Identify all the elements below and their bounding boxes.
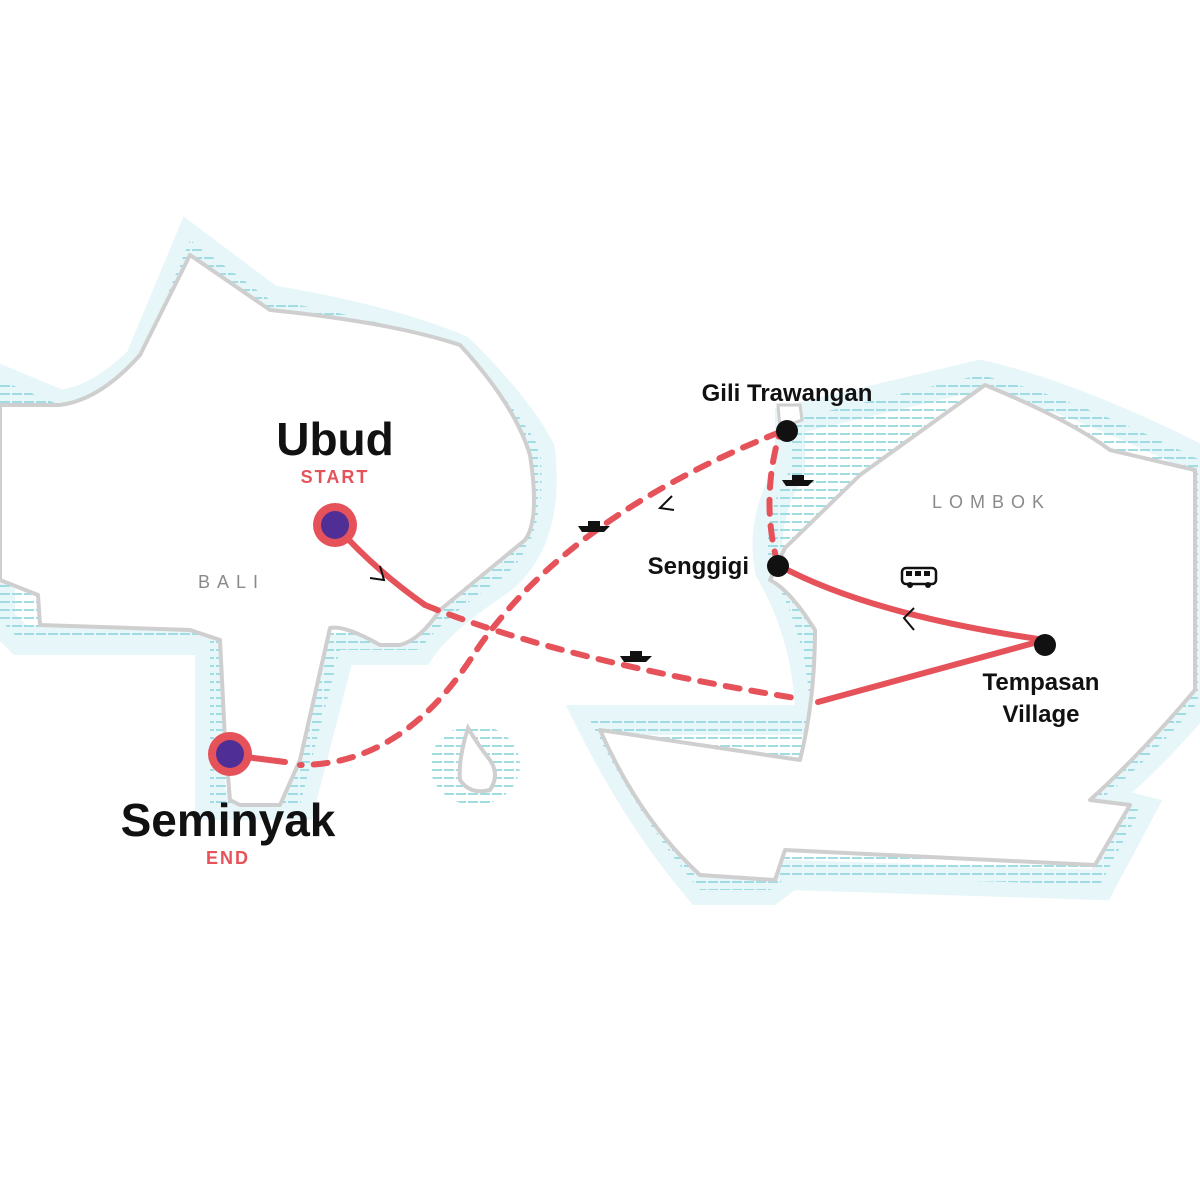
ubud-marker[interactable] [313,503,357,547]
boat-icon [578,521,610,532]
penida-island [457,723,497,794]
seminyak-marker[interactable] [208,732,252,776]
arrow-1 [369,565,386,582]
route-ferry-to-gili [766,429,783,568]
tempasan-village-marker[interactable] [1034,634,1056,656]
gili-trawangan-marker[interactable] [776,420,798,442]
ubud-label: Ubud [276,413,394,465]
arrow-3 [902,607,915,631]
region-label-lombok: LOMBOK [932,492,1051,512]
direction-arrows [369,495,915,631]
boat-icon [620,651,652,662]
senggigi-label: Senggigi [648,553,749,580]
boat-icon [782,475,814,486]
start-tag: START [301,467,370,487]
seminyak-label: Seminyak [121,794,336,846]
bus-icon [900,566,938,588]
senggigi-marker[interactable] [767,555,789,577]
tempasan-label-line2: Village [1003,701,1080,728]
region-label-bali: BALI [198,572,265,592]
end-tag: END [206,848,250,868]
tempasan-label-line1: Tempasan [983,669,1100,696]
bali-island [0,253,536,807]
route-road-to-tempasan [815,637,1048,705]
gili-trawangan-label: Gili Trawangan [702,380,873,407]
route-road-to-senggigi [775,562,1048,643]
route-ferry-bali-lombok [422,602,798,701]
lombok-island [598,383,1197,882]
route-ferry-to-seminyak [297,429,783,768]
arrow-2 [657,495,675,511]
